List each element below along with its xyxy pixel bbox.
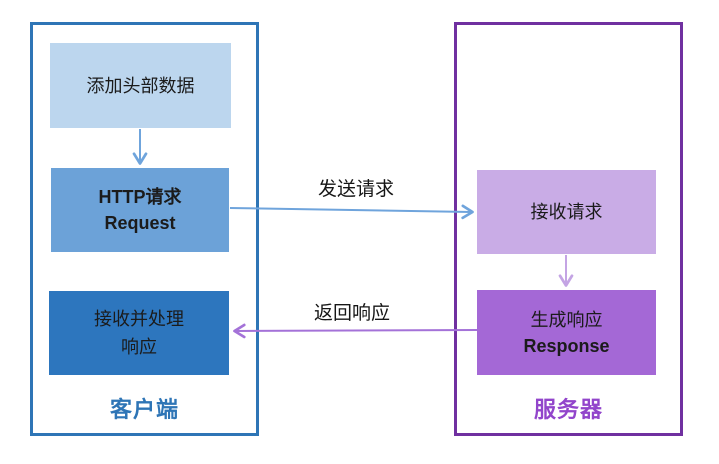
http-request-box: HTTP请求 Request <box>51 168 229 252</box>
return-response-label: 返回响应 <box>313 303 390 324</box>
receive-request-text: 接收请求 <box>530 202 603 222</box>
receive-request-box: 接收请求 <box>477 170 656 254</box>
client-label: 客户端 <box>109 397 179 422</box>
return-response-arrow <box>233 323 478 339</box>
generate-response-text-cn: 生成响应 <box>530 309 603 330</box>
receive-process-response-box: 接收并处理 响应 <box>49 291 229 375</box>
http-request-text-en: Request <box>104 213 176 233</box>
receive-process-text-line1: 接收并处理 <box>94 309 184 329</box>
http-request-text-cn: HTTP请求 <box>98 187 182 207</box>
add-header-data-text: 添加头部数据 <box>86 75 195 96</box>
server-label: 服务器 <box>533 397 603 422</box>
generate-response-text-en: Response <box>523 335 610 356</box>
send-request-arrow <box>229 204 474 220</box>
generate-response-box: 生成响应 Response <box>477 290 656 375</box>
add-header-data-box: 添加头部数据 <box>50 43 231 128</box>
send-request-label: 发送请求 <box>317 179 394 200</box>
receive-process-text-line2: 响应 <box>121 337 157 357</box>
